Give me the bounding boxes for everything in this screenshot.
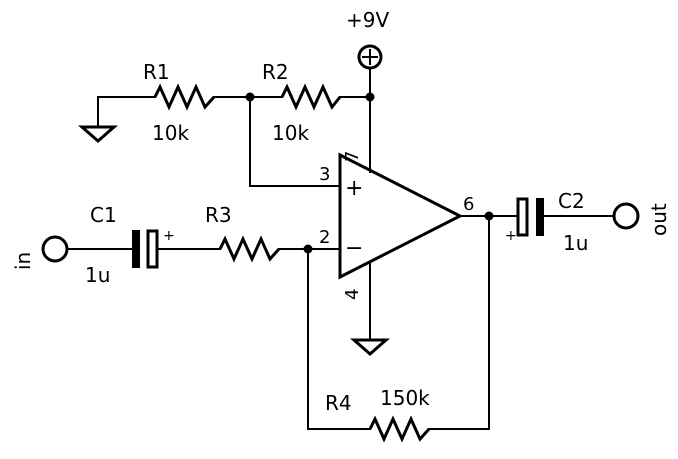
ground-symbol-opamp <box>350 338 390 356</box>
output-terminal <box>612 202 640 230</box>
resistor-r1 <box>97 83 251 111</box>
resistor-r4 <box>307 215 490 443</box>
c1-polarity: + <box>163 228 175 244</box>
r1-value: 10k <box>152 121 189 145</box>
c2-polarity: + <box>505 228 517 244</box>
pin-2-label: 2 <box>319 227 330 248</box>
c1-value: 1u <box>85 263 110 287</box>
r4-value: 150k <box>380 386 430 410</box>
r2-label: R2 <box>262 60 289 84</box>
r4-label: R4 <box>325 391 352 415</box>
wire-noninv-bias <box>249 96 341 187</box>
c2-label: C2 <box>558 189 585 213</box>
input-terminal <box>41 235 69 263</box>
supply-label: +9V <box>346 8 389 32</box>
input-label: in <box>11 252 35 270</box>
c2-value: 1u <box>563 231 588 255</box>
opamp-minus-sign: − <box>345 236 363 261</box>
opamp-triangle <box>338 152 464 280</box>
r1-label: R1 <box>143 60 170 84</box>
r2-value: 10k <box>272 121 309 145</box>
junction-output <box>484 211 494 221</box>
junction-r1-r2 <box>245 92 255 102</box>
output-label: out <box>647 203 671 236</box>
resistor-r2 <box>249 83 371 111</box>
pin-7-label: 7 <box>342 151 363 162</box>
capacitor-c2 <box>516 197 614 237</box>
pin-4-label: 4 <box>342 289 363 300</box>
capacitor-c1 <box>66 229 221 269</box>
c1-label: C1 <box>90 203 117 227</box>
r3-label: R3 <box>205 203 232 227</box>
supply-terminal <box>357 44 383 98</box>
ground-symbol-left <box>78 96 118 143</box>
opamp-plus-sign: + <box>345 176 363 201</box>
pin-3-label: 3 <box>319 164 330 185</box>
pin-6-label: 6 <box>463 194 474 215</box>
